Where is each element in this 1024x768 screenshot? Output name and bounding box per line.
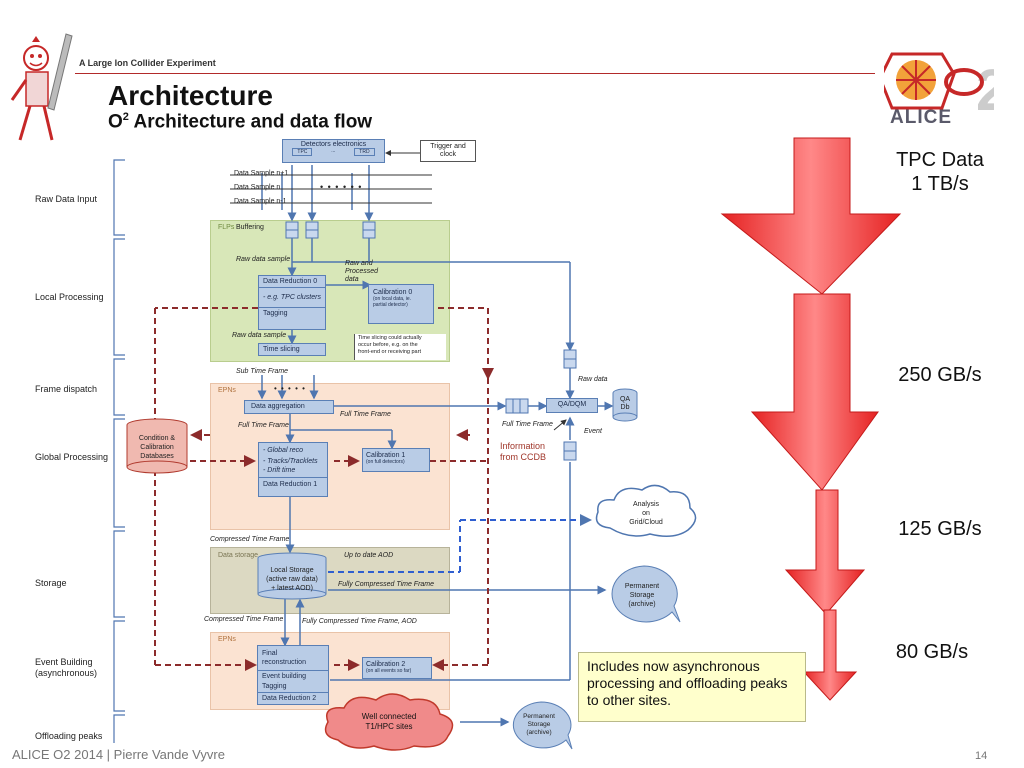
raw-processed-label: Raw and Processed data [345, 260, 379, 283]
tagging-2-label: Tagging [262, 683, 287, 690]
sample-label-n-plus-1: Data Sample n+1 [234, 170, 289, 177]
band-raw-data-input: Raw Data Input [35, 194, 98, 204]
footer-text: ALICE O2 2014 | Pierre Vande Vyvre [12, 747, 225, 762]
dots-label: ... [331, 148, 336, 154]
event-building-label: Event building [258, 670, 328, 682]
detectors-electronics-label: Detectors electronics [300, 141, 367, 148]
calibration-2-box: Calibration 2 (on all events so far) [362, 657, 432, 679]
band-local-processing: Local Processing [35, 292, 104, 302]
alice-logo-text: ALICE [890, 107, 952, 128]
final-reco-box: Final reconstruction Event building Tagg… [257, 645, 329, 705]
final-reco-label: Final reconstruction [262, 650, 306, 666]
info-ccdb-label: Information from CCDB [500, 441, 547, 462]
storage-region [210, 547, 450, 614]
rate-80: 80 GB/s [895, 641, 969, 663]
data-reduction-2-label: Data Reduction 2 [258, 692, 328, 704]
compressed-tf-label-1: Compressed Time Frame [210, 536, 290, 543]
detectors-electronics-box: Detectors electronics TPC ... TRD [282, 139, 385, 163]
t1-hpc-cloud: Well connected T1/HPC sites [318, 690, 460, 752]
band-frame-dispatch: Frame dispatch [35, 384, 98, 394]
rate-tpc-data: TPC Data 1 TB/s [896, 149, 984, 195]
band-global-processing: Global Processing [35, 452, 109, 462]
tpc-label: TPC [292, 148, 313, 156]
sample-label-n: Data Sample n [234, 184, 281, 191]
calibration-2-sub: (on all events so far) [366, 668, 412, 674]
calibration-1-sub: (on full detectors) [366, 459, 405, 465]
epn-dots: • • • • • [274, 384, 306, 393]
drift-time-label: - Drift time [263, 467, 296, 474]
global-reco-box: - Global reco - Tracks/Tracklets - Drift… [258, 442, 328, 497]
alice-mascot-logo [8, 28, 74, 146]
buffering-label: Buffering [236, 224, 264, 231]
full-time-frame-label-3: Full Time Frame [502, 421, 553, 428]
raw-data-label: Raw data [578, 376, 608, 383]
calibration-0-label: Calibration 0 [373, 289, 413, 296]
trd-label: TRD [354, 148, 375, 156]
full-time-frame-label-1: Full Time Frame [340, 411, 391, 418]
analysis-cloud: Analysis on Grid/Cloud [590, 478, 702, 542]
band-storage: Storage [35, 578, 67, 588]
data-aggregation-box: Data aggregation [244, 400, 334, 414]
trigger-clock-box: Trigger and clock [420, 140, 476, 162]
calibration-0-sub: (on local data, ie. partial detector) [373, 296, 412, 308]
fully-compressed-tf-aod-label: Fully Compressed Time Frame, AOD [302, 618, 417, 625]
epns-label-1: EPNs [218, 387, 236, 394]
data-rate-arrows [720, 137, 902, 701]
tracks-label: - Tracks/Tracklets [263, 458, 318, 465]
ccdb-label: Condition & Calibration Databases [138, 435, 176, 460]
t1-hpc-label: Well connected T1/HPC sites [361, 712, 417, 731]
ccdb-cylinder: Condition & Calibration Databases [126, 418, 188, 474]
rate-125: 125 GB/s [898, 518, 982, 540]
raw-data-sample-label-2: Raw data sample [232, 332, 287, 339]
calibration-0-box: Calibration 0 (on local data, ie. partia… [368, 284, 434, 324]
permanent-storage-2-label: Permanent Storage (archive) [523, 713, 555, 736]
raw-data-sample-label-1: Raw data sample [236, 256, 291, 263]
page-subtitle: O2 Architecture and data flow [108, 111, 373, 133]
data-storage-label: Data storage [218, 552, 259, 559]
time-slicing-note: Time slicing could actually occur before… [354, 334, 446, 360]
up-to-date-aod-label: Up to date AOD [344, 552, 394, 559]
local-storage-cylinder: Local Storage (active raw data) + latest… [257, 552, 327, 600]
calibration-2-label: Calibration 2 [366, 661, 406, 668]
sub-time-frame-label: Sub Time Frame [236, 368, 289, 375]
rate-250: 250 GB/s [898, 364, 982, 386]
data-reduction-0-label: Data Reduction 0 [259, 276, 325, 288]
sample-label-n-minus-1: Data Sample n-1 [234, 198, 287, 205]
event-label: Event [584, 428, 602, 435]
flps-label: FLPs [218, 224, 235, 231]
page-number: 14 [975, 750, 988, 762]
compressed-tf-label-2: Compressed Time Frame [204, 616, 284, 623]
async-note: Includes now asynchronous processing and… [578, 652, 806, 722]
page-title: Architecture [108, 80, 273, 111]
tpc-clusters-label: - e.g. TPC clusters [259, 288, 325, 308]
data-reduction-1-label: Data Reduction 1 [259, 477, 327, 491]
band-event-building: Event Building (asynchronous) [35, 657, 98, 678]
calibration-1-label: Calibration 1 [366, 452, 406, 459]
tagging-label: Tagging [263, 310, 288, 317]
calibration-1-box: Calibration 1 (on full detectors) [362, 448, 430, 472]
sample-dots: • • • • • • [320, 182, 363, 192]
org-line: A Large Ion Collider Experiment [79, 58, 216, 68]
qa-dqm-box: QA/DQM [546, 398, 598, 413]
local-storage-label: Local Storage (active raw data) + latest… [266, 567, 318, 592]
fully-compressed-tf-label-1: Fully Compressed Time Frame [338, 581, 435, 588]
band-brackets [113, 159, 125, 743]
analysis-cloud-label: Analysis on Grid/Cloud [629, 501, 663, 526]
time-slicing-box: Time slicing [258, 343, 326, 356]
full-time-frame-label-2: Full Time Frame [238, 422, 289, 429]
permanent-storage-1: Permanent Storage (archive) [606, 564, 682, 626]
data-reduction-0-box: Data Reduction 0 - e.g. TPC clusters Tag… [258, 275, 326, 330]
qa-db-cylinder: QA Db [612, 388, 638, 422]
epns-label-2: EPNs [218, 636, 236, 643]
global-reco-label: - Global reco [263, 447, 304, 454]
header-rule [75, 73, 875, 74]
permanent-storage-2: Permanent Storage (archive) [508, 700, 574, 752]
permanent-storage-1-label: Permanent Storage (archive) [624, 583, 660, 608]
qa-db-label: QA Db [619, 396, 631, 411]
band-offloading-peaks: Offloading peaks [35, 731, 103, 741]
